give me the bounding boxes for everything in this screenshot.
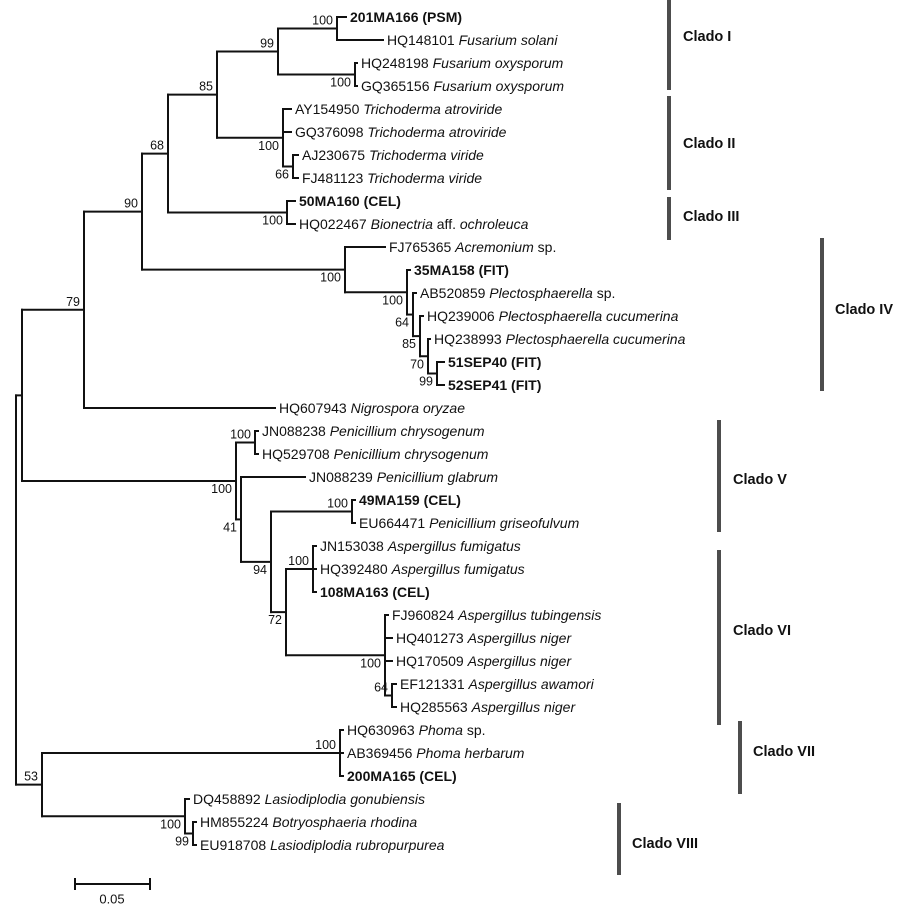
taxon-label: GQ376098 Trichoderma atroviride bbox=[295, 124, 507, 140]
clade-label: Clado II bbox=[683, 136, 735, 152]
bootstrap-value: 68 bbox=[150, 139, 164, 153]
bootstrap-value: 100 bbox=[262, 214, 283, 228]
bootstrap-value: 72 bbox=[268, 613, 282, 627]
taxon-label: AJ230675 Trichoderma viride bbox=[302, 147, 484, 163]
clade-label: Clado VII bbox=[753, 744, 815, 760]
taxon-label: GQ365156 Fusarium oxysporum bbox=[361, 78, 564, 94]
bootstrap-value: 100 bbox=[382, 293, 403, 307]
taxon-label: 201MA166 (PSM) bbox=[350, 9, 462, 25]
clade-label: Clado V bbox=[733, 472, 787, 488]
clade-label: Clado III bbox=[683, 209, 739, 225]
taxon-label: DQ458892 Lasiodiplodia gonubiensis bbox=[193, 791, 425, 807]
bootstrap-value: 100 bbox=[230, 428, 251, 442]
scale-bar-label: 0.05 bbox=[99, 892, 124, 907]
taxon-label: JN153038 Aspergillus fumigatus bbox=[320, 538, 521, 554]
taxon-label: 49MA159 (CEL) bbox=[359, 492, 461, 508]
taxon-label: AB520859 Plectosphaerella sp. bbox=[420, 285, 615, 301]
bootstrap-value: 99 bbox=[260, 37, 274, 51]
taxon-label: EF121331 Aspergillus awamori bbox=[400, 676, 595, 692]
bootstrap-value: 90 bbox=[124, 197, 138, 211]
taxon-label: HQ529708 Penicillium chrysogenum bbox=[262, 446, 489, 462]
bootstrap-value: 64 bbox=[395, 316, 409, 330]
bootstrap-value: 99 bbox=[419, 375, 433, 389]
bootstrap-value: 64 bbox=[374, 681, 388, 695]
taxon-label: 51SEP40 (FIT) bbox=[448, 354, 541, 370]
taxon-label: AY154950 Trichoderma atroviride bbox=[295, 101, 502, 117]
taxon-label: EU664471 Penicillium griseofulvum bbox=[359, 515, 580, 531]
taxon-label: FJ481123 Trichoderma viride bbox=[302, 170, 482, 186]
taxon-label: FJ960824 Aspergillus tubingensis bbox=[392, 607, 601, 623]
taxon-label: 108MA163 (CEL) bbox=[320, 584, 430, 600]
bootstrap-value: 100 bbox=[360, 656, 381, 670]
bootstrap-value: 100 bbox=[315, 738, 336, 752]
clade-label: Clado IV bbox=[835, 302, 893, 318]
taxon-label: FJ765365 Acremonium sp. bbox=[389, 239, 556, 255]
taxon-label: HQ285563 Aspergillus niger bbox=[400, 699, 576, 715]
bootstrap-value: 99 bbox=[175, 835, 189, 849]
taxon-label: HQ238993 Plectosphaerella cucumerina bbox=[434, 331, 686, 347]
bootstrap-value: 100 bbox=[330, 76, 351, 90]
bootstrap-value: 100 bbox=[160, 817, 181, 831]
bootstrap-value: 53 bbox=[24, 770, 38, 784]
taxon-label: HQ401273 Aspergillus niger bbox=[396, 630, 572, 646]
taxon-label: HQ022467 Bionectria aff. ochroleuca bbox=[299, 216, 529, 232]
taxon-label: HQ239006 Plectosphaerella cucumerina bbox=[427, 308, 679, 324]
bootstrap-value: 85 bbox=[199, 80, 213, 94]
bootstrap-value: 41 bbox=[223, 520, 237, 534]
bootstrap-value: 66 bbox=[275, 168, 289, 182]
taxon-label: HM855224 Botryosphaeria rhodina bbox=[200, 814, 417, 830]
bootstrap-value: 70 bbox=[410, 357, 424, 371]
taxon-label: 52SEP41 (FIT) bbox=[448, 377, 541, 393]
taxon-label: 50MA160 (CEL) bbox=[299, 193, 401, 209]
taxon-label: HQ148101 Fusarium solani bbox=[387, 32, 558, 48]
taxon-label: HQ607943 Nigrospora oryzae bbox=[279, 400, 465, 416]
taxon-label: 200MA165 (CEL) bbox=[347, 768, 457, 784]
taxon-label: HQ630963 Phoma sp. bbox=[347, 722, 486, 738]
taxon-label: HQ248198 Fusarium oxysporum bbox=[361, 55, 564, 71]
bootstrap-value: 85 bbox=[402, 337, 416, 351]
bootstrap-value: 100 bbox=[258, 139, 279, 153]
taxon-label: HQ392480 Aspergillus fumigatus bbox=[320, 561, 525, 577]
clade-label: Clado I bbox=[683, 29, 731, 45]
clade-label: Clado VIII bbox=[632, 836, 698, 852]
bootstrap-value: 94 bbox=[253, 563, 267, 577]
taxon-label: HQ170509 Aspergillus niger bbox=[396, 653, 572, 669]
taxon-label: JN088239 Penicillium glabrum bbox=[309, 469, 498, 485]
bootstrap-value: 100 bbox=[312, 14, 333, 28]
bootstrap-value: 100 bbox=[320, 271, 341, 285]
taxon-label: JN088238 Penicillium chrysogenum bbox=[262, 423, 485, 439]
bootstrap-value: 79 bbox=[66, 295, 80, 309]
taxon-label: 35MA158 (FIT) bbox=[414, 262, 509, 278]
clade-label: Clado VI bbox=[733, 623, 791, 639]
bootstrap-value: 100 bbox=[288, 554, 309, 568]
bootstrap-value: 100 bbox=[327, 497, 348, 511]
taxon-label: EU918708 Lasiodiplodia rubropurpurea bbox=[200, 837, 445, 853]
bootstrap-value: 100 bbox=[211, 482, 232, 496]
taxon-label: AB369456 Phoma herbarum bbox=[347, 745, 525, 761]
